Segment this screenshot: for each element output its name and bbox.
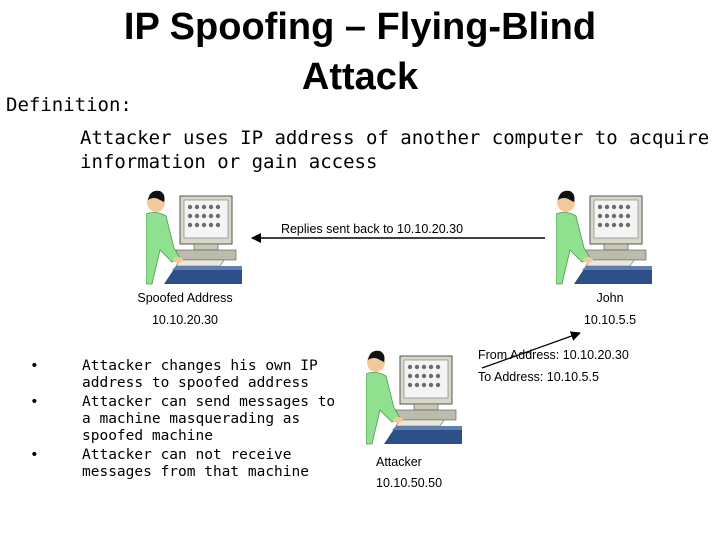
bullet-list: •Attacker changes his own IP address to … [30, 358, 350, 483]
spoofed-ip-label: 10.10.20.30 [151, 313, 219, 327]
definition-label: Definition: [6, 94, 132, 116]
list-item: •Attacker changes his own IP address to … [30, 358, 318, 391]
title-line-2: Attack [301, 56, 419, 98]
list-item: •Attacker can not receive messages from … [30, 447, 309, 480]
bullet-icon: • [30, 394, 39, 410]
john-ip-label: 10.10.5.5 [583, 313, 637, 327]
john-name-label: John [596, 291, 624, 305]
attacker-ip-label: 10.10.50.50 [376, 476, 443, 490]
attacker-name-label: Attacker [376, 455, 422, 469]
title-line-1: IP Spoofing – Flying-Blind [123, 6, 597, 48]
bullet-icon: • [30, 358, 39, 374]
spoof-arrow [481, 331, 581, 369]
list-item: •Attacker can send messages to a machine… [30, 394, 336, 444]
spoofed-name-label: Spoofed Address [137, 291, 233, 305]
bullet-icon: • [30, 447, 39, 463]
to-address-label: To Address: 10.10.5.5 [478, 370, 599, 384]
reply-label: Replies sent back to 10.10.20.30 [280, 222, 464, 236]
from-address-label: From Address: 10.10.20.30 [478, 348, 629, 362]
definition-text: Attacker uses IP address of another comp… [80, 127, 710, 173]
